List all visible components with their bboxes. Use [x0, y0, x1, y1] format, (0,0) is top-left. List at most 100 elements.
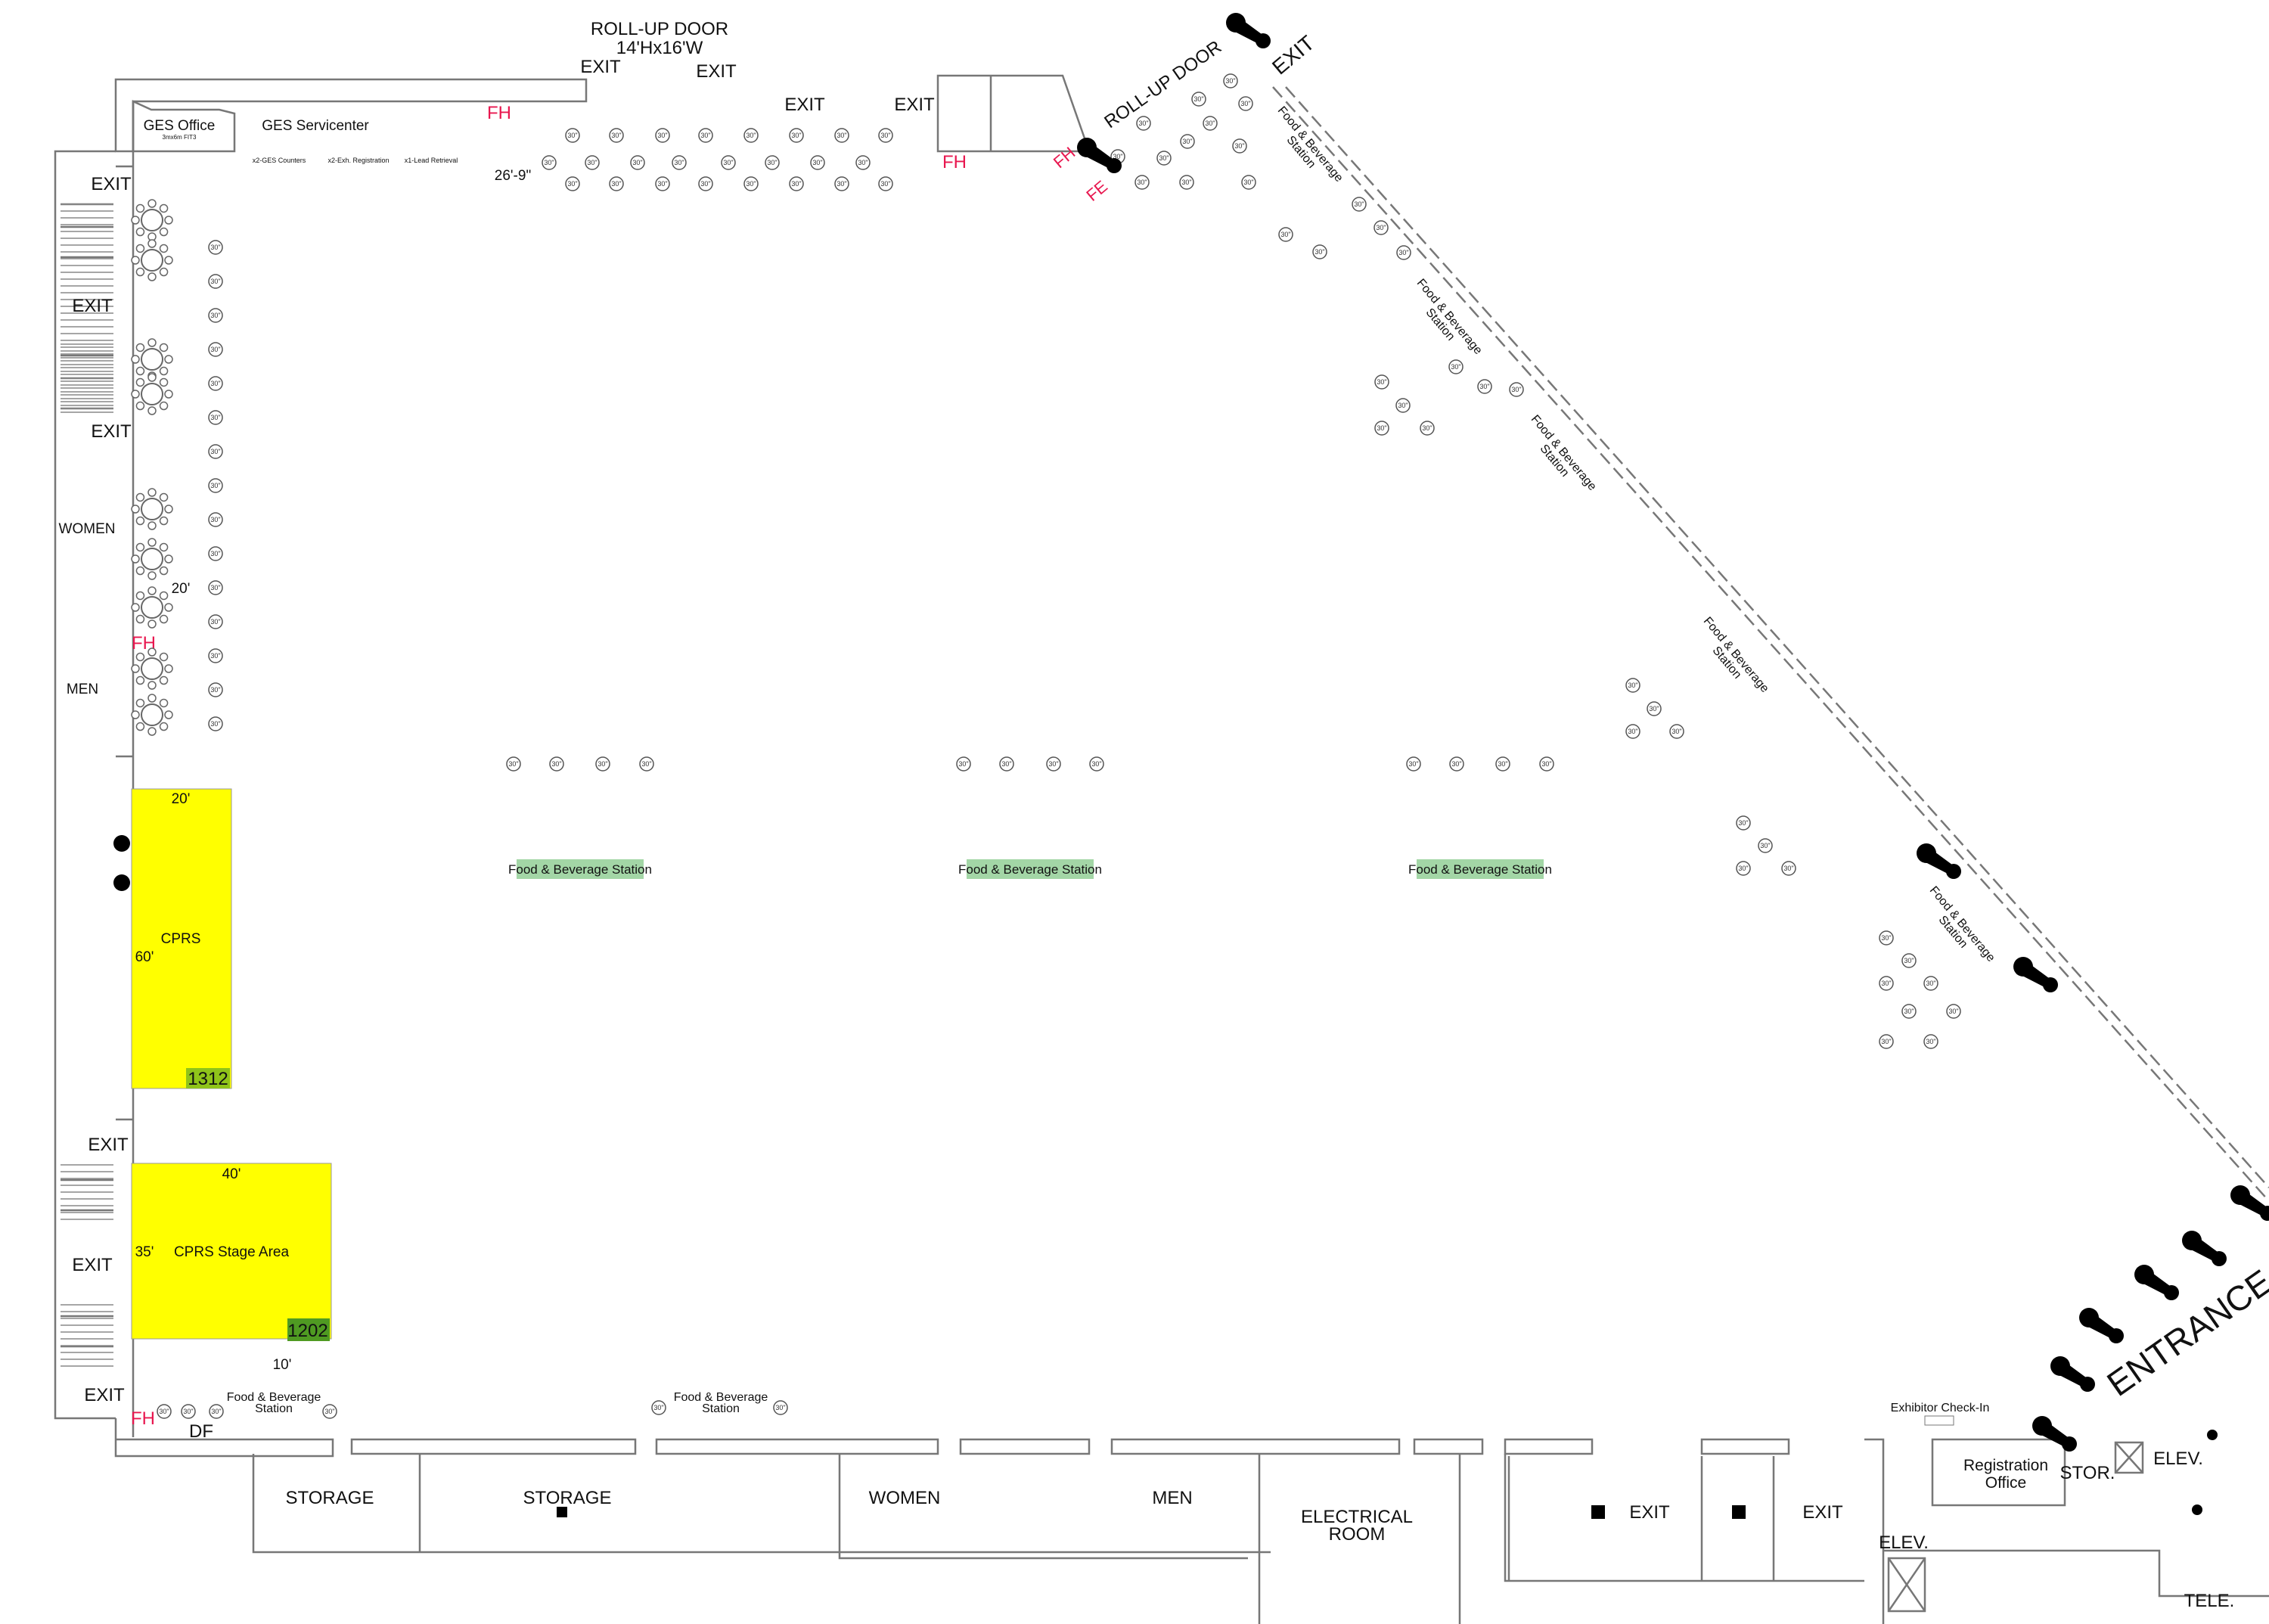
- cocktail-table: 30": [721, 155, 736, 170]
- table-size-label: 30": [812, 159, 822, 166]
- table-size-label: 30": [1541, 760, 1551, 768]
- round-table: [131, 373, 173, 415]
- exit-label: EXIT: [72, 296, 113, 316]
- table-size-label: 30": [880, 132, 890, 139]
- cocktail-table: 30": [1046, 756, 1061, 772]
- table-size-label: 30": [210, 516, 220, 523]
- counter-label: x1-Lead Retrieval: [405, 157, 458, 164]
- table-size-label: 30": [837, 132, 846, 139]
- fb-station-label: Food & Beverage: [227, 1391, 321, 1404]
- cocktail-table: 30": [1539, 756, 1554, 772]
- table-size-label: 30": [1315, 248, 1324, 256]
- telephone-label: TELE.: [2184, 1591, 2235, 1611]
- cocktail-table: 30": [773, 1400, 788, 1415]
- cocktail-table: 30": [322, 1404, 337, 1419]
- cocktail-table: 30": [1923, 976, 1938, 991]
- table-size-label: 30": [1234, 142, 1244, 150]
- table-size-label: 30": [1783, 865, 1793, 872]
- door-icon: [2079, 1308, 2124, 1343]
- cocktail-table: 30": [1420, 421, 1435, 436]
- ges-servicenter-label: GES Servicenter: [262, 118, 369, 134]
- fb-station-label: Food & Beverage Station: [1408, 862, 1552, 877]
- door-icon: [2230, 1185, 2269, 1221]
- table-size-label: 30": [775, 1404, 785, 1411]
- cocktail-table: 30": [1495, 756, 1510, 772]
- cocktail-table: 30": [208, 580, 223, 595]
- left-labels: EXIT EXIT EXIT WOMEN 20' FH MEN EXIT EXI…: [59, 174, 213, 1442]
- cocktail-table: 30": [655, 176, 670, 191]
- door-icon: [1226, 13, 1271, 48]
- table-size-label: 30": [1511, 386, 1521, 393]
- table-size-label: 30": [1671, 728, 1681, 735]
- table-size-label: 30": [837, 180, 846, 188]
- table-size-label: 30": [1451, 363, 1460, 371]
- entrance-label: ENTRANCE: [2100, 1262, 2269, 1404]
- cocktail-table: 30": [1241, 175, 1256, 190]
- table-size-label: 30": [210, 584, 220, 592]
- cocktail-table: 30": [1647, 701, 1662, 716]
- cocktail-table: 30": [549, 756, 564, 772]
- table-size-label: 30": [1398, 402, 1408, 409]
- cocktail-table: 30": [743, 128, 759, 143]
- cocktail-table: 30": [565, 128, 580, 143]
- table-size-label: 30": [1398, 249, 1408, 256]
- table-size-label: 30": [746, 180, 756, 188]
- booth-cprs-stage[interactable]: 40' 35' CPRS Stage Area 1202 10': [131, 1163, 332, 1373]
- cocktail-table: 30": [208, 274, 223, 289]
- table-size-label: 30": [1182, 138, 1192, 145]
- table-size-label: 30": [210, 720, 220, 728]
- table-size-label: 30": [210, 414, 220, 421]
- drinking-fountain-label: DF: [189, 1421, 213, 1442]
- cocktail-table: 30": [208, 512, 223, 527]
- cocktail-table: 30": [208, 240, 223, 255]
- cocktail-table: 30": [1395, 398, 1411, 413]
- ges-office-label: GES Office: [144, 118, 216, 134]
- cocktail-table: 30": [208, 682, 223, 697]
- dimension-label: 20': [172, 581, 191, 597]
- exit-label: EXIT: [1802, 1502, 1843, 1523]
- fire-hose-label: FH: [942, 152, 967, 172]
- cocktail-table: 30": [1448, 359, 1464, 374]
- table-size-label: 30": [1354, 200, 1364, 208]
- table-size-label: 30": [1649, 705, 1659, 713]
- exit-label: EXIT: [894, 95, 935, 115]
- cocktail-table: 30": [639, 756, 654, 772]
- table-size-label: 30": [210, 686, 220, 694]
- table-size-label: 30": [210, 652, 220, 660]
- table-size-label: 30": [1181, 179, 1191, 186]
- cocktail-table: 30": [655, 128, 670, 143]
- exit-label: EXIT: [84, 1385, 125, 1405]
- booth-width: 40': [222, 1166, 241, 1182]
- table-size-label: 30": [210, 312, 220, 319]
- cocktail-table: 30": [1901, 953, 1917, 968]
- booth-cprs[interactable]: 20' CPRS 60' 1312: [131, 788, 232, 1089]
- walls: [54, 74, 2269, 1624]
- tables: 30" 30" 30" 30" 30" 30" 30" 30" 30" 30" 30" 30" 30" 3…: [131, 73, 1961, 1419]
- cocktail-table: 30": [1089, 756, 1104, 772]
- fire-extinguisher-label: FE: [1082, 177, 1111, 205]
- table-size-label: 30": [958, 760, 968, 768]
- cocktail-table: 30": [1134, 175, 1150, 190]
- cocktail-table: 30": [1278, 227, 1293, 242]
- cocktail-table: 30": [208, 716, 223, 731]
- fb-station-label: Food & Beverage: [1414, 277, 1485, 357]
- entrance-doors: [1077, 13, 2269, 1515]
- table-size-label: 30": [1760, 842, 1770, 849]
- cocktail-table: 30": [208, 648, 223, 663]
- fb-station-label: Food & Beverage: [674, 1391, 768, 1404]
- cocktail-table: 30": [565, 176, 580, 191]
- cocktail-table: 30": [609, 128, 624, 143]
- elevator-label: ELEV.: [1879, 1532, 1929, 1553]
- exit-label: EXIT: [91, 421, 132, 442]
- exit-label: EXIT: [72, 1255, 113, 1275]
- cocktail-table: 30": [181, 1404, 196, 1419]
- table-size-label: 30": [210, 448, 220, 455]
- table-size-label: 30": [657, 180, 667, 188]
- cocktail-table: 30": [1352, 197, 1367, 212]
- door-icon: [2013, 957, 2058, 992]
- cocktail-table: 30": [1946, 1004, 1961, 1019]
- table-size-label: 30": [611, 180, 621, 188]
- table-size-label: 30": [1280, 231, 1290, 238]
- round-table: [131, 586, 173, 629]
